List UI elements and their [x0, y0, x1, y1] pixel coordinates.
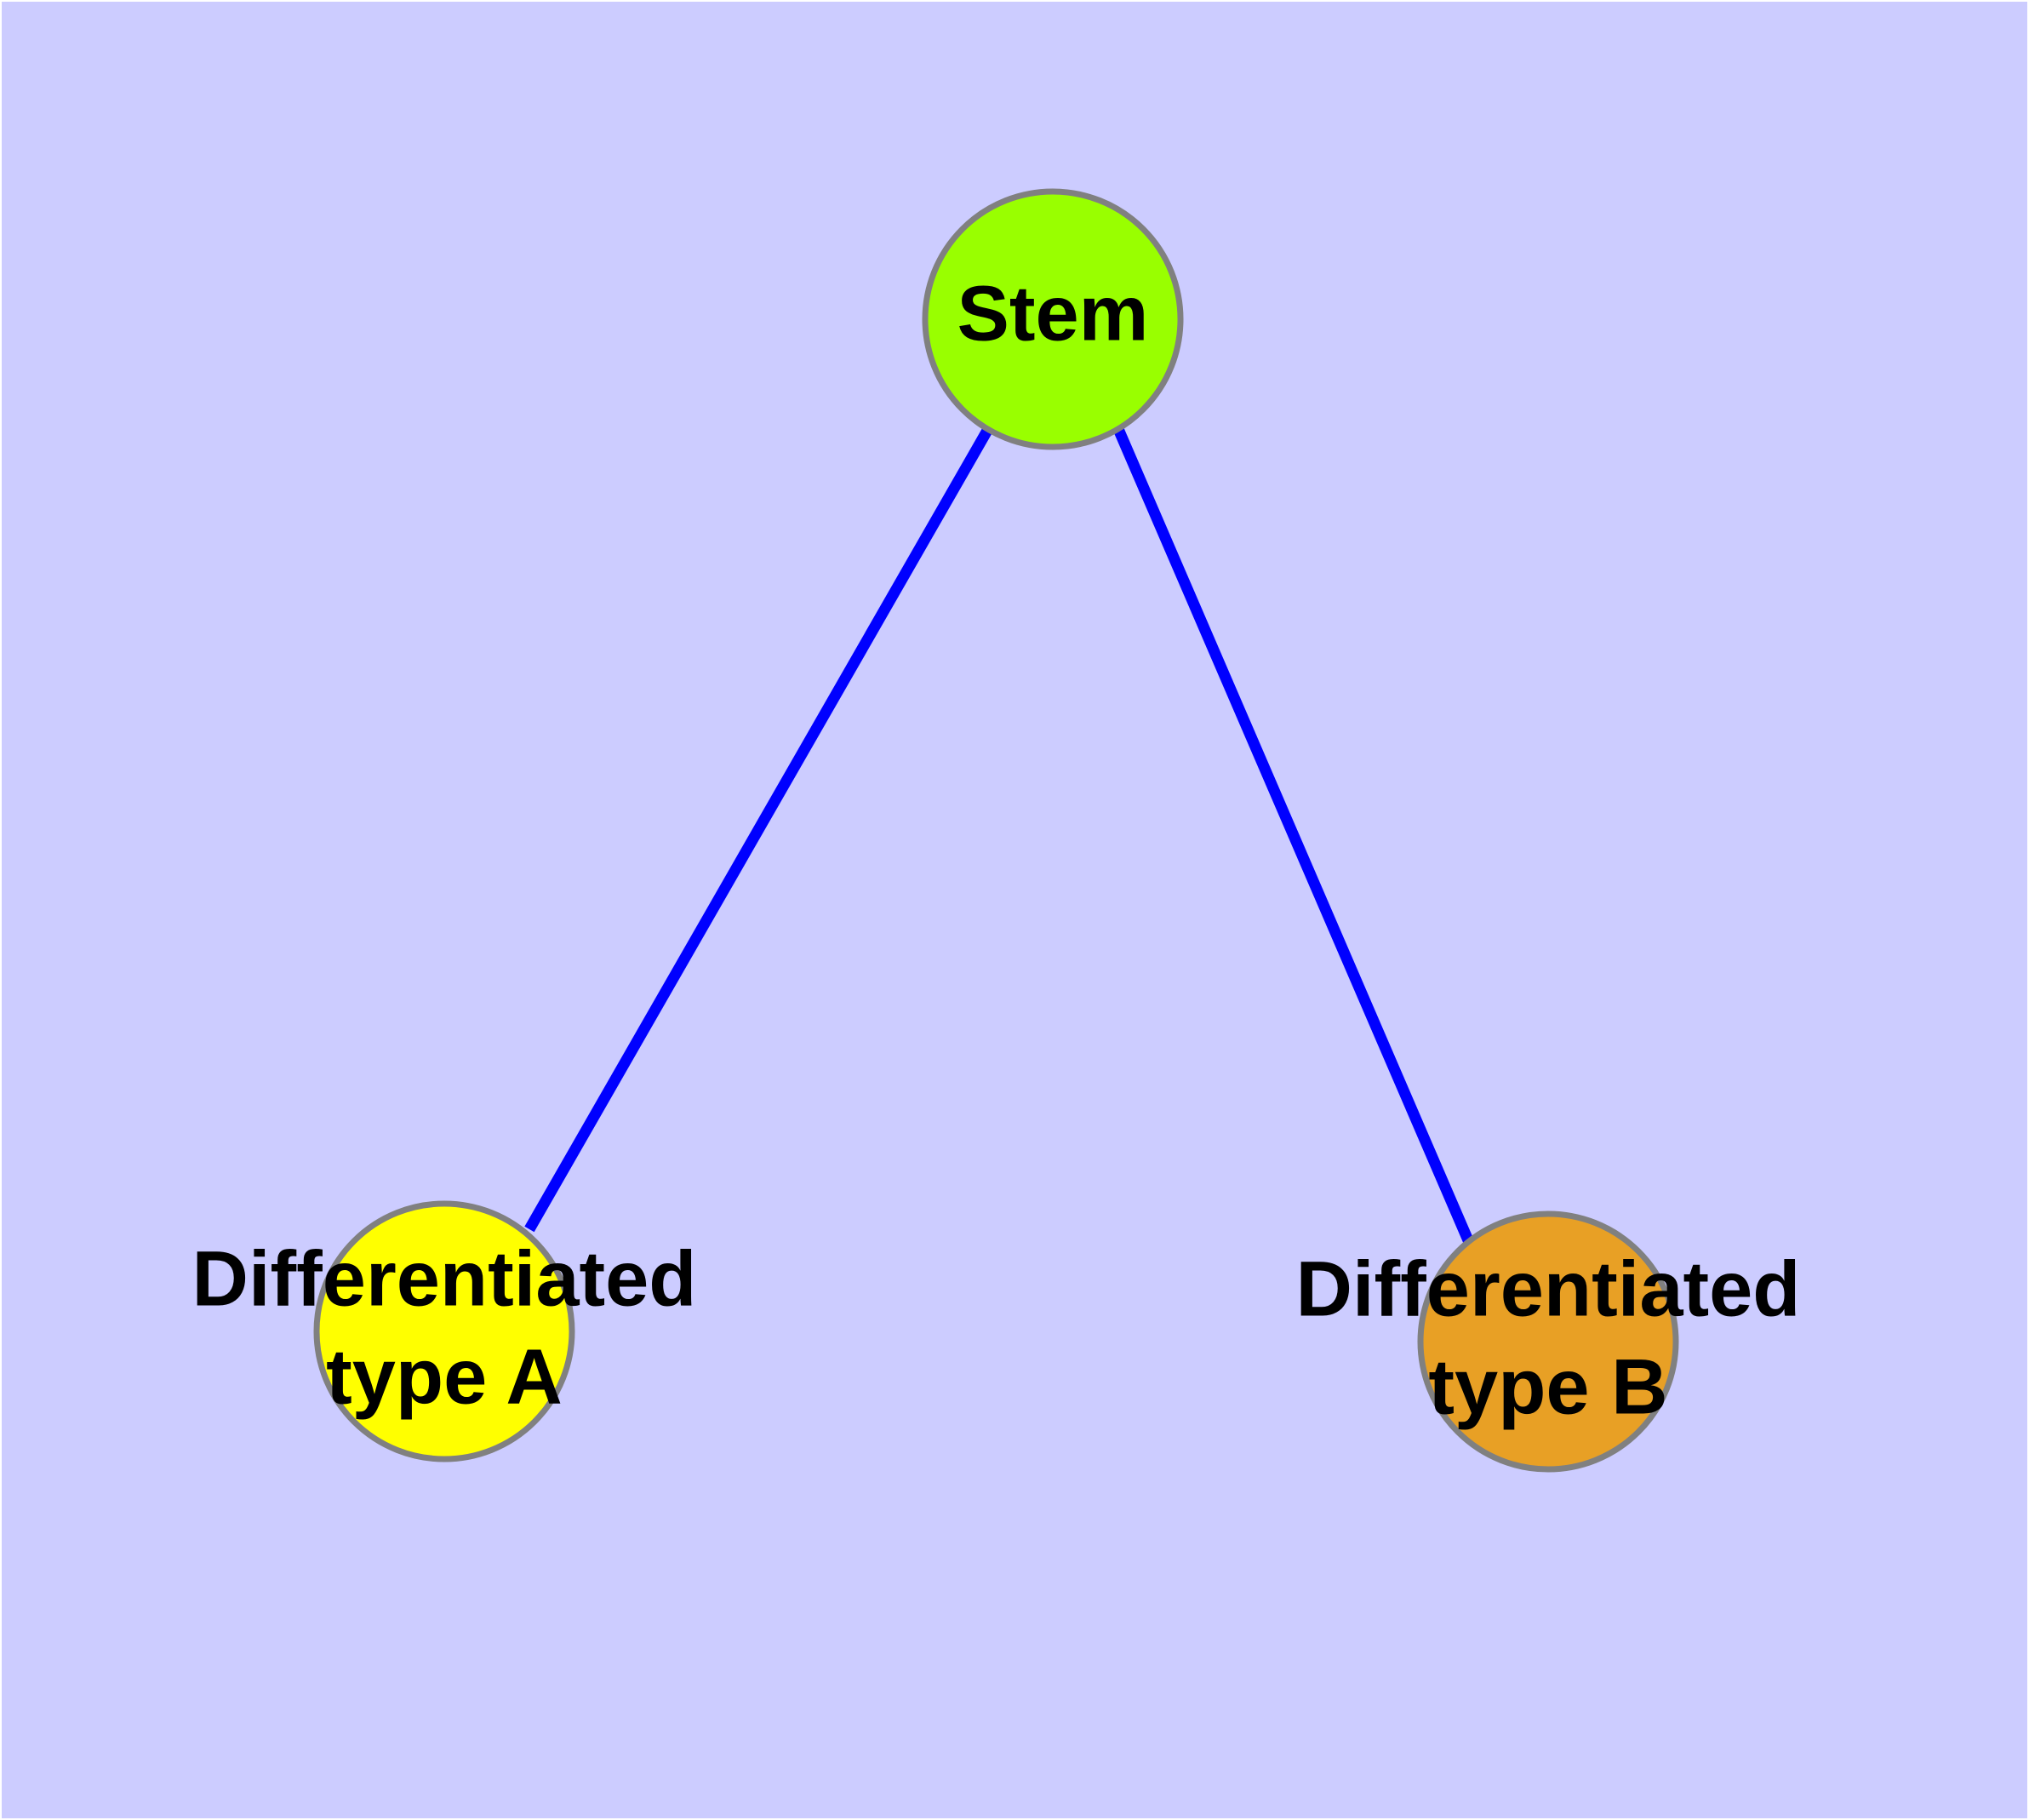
node-differentiated-type-b[interactable]: Differentiated type B: [1296, 1210, 1801, 1473]
node-differentiated-type-b-label-line2: type B: [1428, 1343, 1667, 1430]
node-stem-circle[interactable]: [922, 188, 1184, 450]
edge-group: [524, 426, 1473, 1243]
node-group: Stem Differentiated type A Differentiate…: [192, 188, 1801, 1473]
edge-stem-to-differentiated-type-b[interactable]: [1113, 426, 1473, 1243]
node-differentiated-type-b-label-line1: Differentiated: [1296, 1245, 1801, 1332]
node-stem-label: Stem: [957, 270, 1149, 357]
node-stem[interactable]: Stem: [922, 188, 1184, 450]
edge-stem-to-differentiated-type-a[interactable]: [524, 426, 993, 1233]
node-differentiated-type-a-label-line2: type A: [326, 1333, 563, 1420]
node-differentiated-type-a-label-line1: Differentiated: [192, 1235, 697, 1322]
node-differentiated-type-b-circle[interactable]: [1417, 1210, 1679, 1473]
node-differentiated-type-a-circle[interactable]: [313, 1200, 575, 1462]
node-differentiated-type-a[interactable]: Differentiated type A: [192, 1200, 697, 1462]
